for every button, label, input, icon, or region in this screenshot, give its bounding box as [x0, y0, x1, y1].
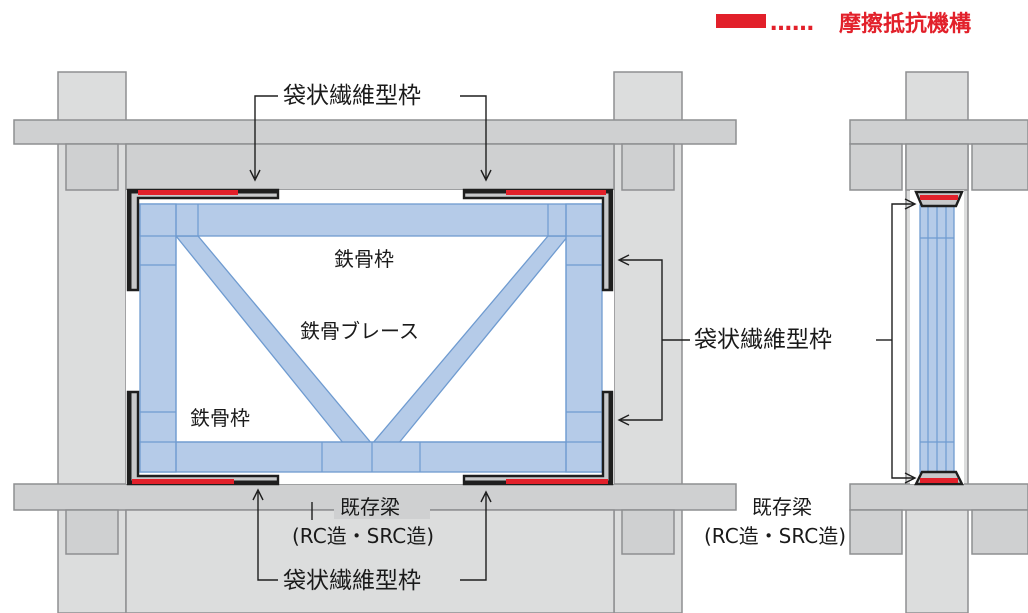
legend-label: 摩擦抵抗機構	[839, 11, 971, 37]
top-beam-soffit	[125, 143, 615, 191]
side-bottom-drop-right	[971, 509, 1028, 555]
side-bottom-beam	[849, 483, 1028, 511]
legend-swatch	[716, 14, 766, 28]
side-friction-bottom	[920, 478, 958, 483]
side-friction-top	[920, 195, 958, 200]
label-beam-right-line1: 既存梁	[752, 495, 812, 519]
label-steel-frame-bottom: 鉄骨枠	[190, 406, 250, 430]
friction-bottom-left	[132, 479, 234, 484]
fiber-formwork-main	[126, 188, 614, 486]
label-steel-brace: 鉄骨ブレース	[300, 319, 419, 343]
side-top-beam-haunch-right	[971, 143, 1028, 191]
side-section	[849, 71, 1028, 613]
steel-frame-bottom	[139, 441, 603, 473]
steel-frame-top	[139, 203, 603, 237]
legend-dots: ……	[770, 11, 814, 36]
label-fiber-formwork-right: 袋状繊維型枠	[694, 327, 832, 353]
label-steel-frame-top: 鉄骨枠	[334, 247, 394, 271]
bottom-beam-drop-left	[65, 509, 119, 555]
bottom-beam-drop-right	[621, 509, 675, 555]
friction-top-left	[138, 190, 238, 195]
side-top-beam-center	[905, 143, 969, 191]
steel-frame-left	[139, 203, 177, 473]
existing-concrete-frame	[13, 71, 737, 613]
top-beam	[13, 119, 737, 145]
labels: 袋状繊維型枠 袋状繊維型枠 袋状繊維型枠 鉄骨枠 鉄骨ブレース 鉄骨枠 既存梁 …	[190, 83, 846, 594]
formwork-bottom-right	[462, 390, 614, 486]
label-fiber-formwork-bottom: 袋状繊維型枠	[283, 568, 421, 594]
leader-lines	[249, 95, 917, 581]
label-fiber-formwork-top: 袋状繊維型枠	[283, 83, 421, 109]
label-beam-right-line2: (RC造・SRC造)	[704, 524, 846, 548]
formwork-bottom-left	[126, 390, 280, 486]
label-beam-left-line2: (RC造・SRC造)	[292, 524, 434, 548]
frame-opening	[126, 190, 614, 484]
label-beam-left-line1: 既存梁	[340, 495, 400, 519]
friction-bottom-right	[506, 479, 608, 484]
friction-top-right	[506, 190, 606, 195]
formwork-top-right	[462, 188, 614, 292]
steel-frame-right	[565, 203, 603, 473]
side-top-beam	[849, 119, 1028, 145]
steel-frame	[139, 203, 603, 473]
side-bottom-drop-left	[849, 509, 903, 555]
top-beam-haunch-left	[65, 143, 119, 191]
top-beam-haunch-right	[621, 143, 675, 191]
formwork-top-left	[126, 188, 280, 292]
legend: …… 摩擦抵抗機構	[716, 11, 971, 37]
side-top-beam-haunch-left	[849, 143, 903, 191]
